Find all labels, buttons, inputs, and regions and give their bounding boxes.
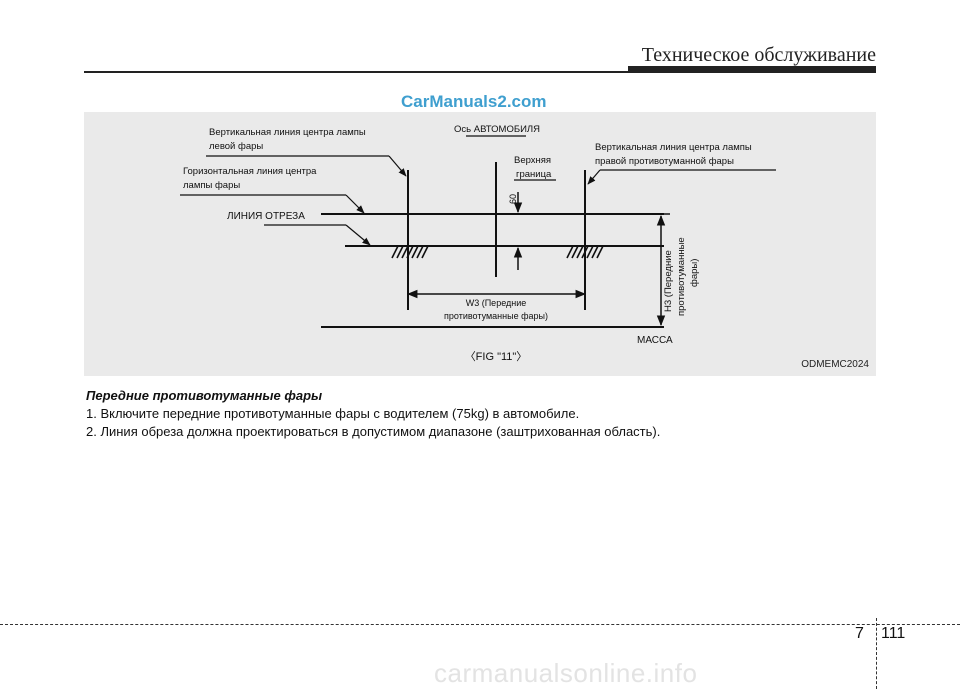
label-horizontal-2: лампы фары	[183, 180, 240, 191]
label-horizontal-1: Горизонтальная линия центра	[183, 166, 317, 177]
label-h3-3: фары)	[689, 259, 700, 287]
leader-right-vertical	[587, 169, 601, 185]
hatched-zone-left	[391, 245, 429, 259]
figure-code: ODMEMC2024	[801, 359, 869, 370]
section-heading: Передние противотуманные фары	[86, 388, 323, 403]
watermark-bottom: carmanualsonline.info	[434, 658, 698, 688]
label-vertical-right-2: правой противотуманной фары	[595, 156, 734, 167]
leader-cutoff	[345, 224, 371, 246]
label-upper-limit-2: граница	[516, 169, 552, 180]
instruction-step-2: 2. Линия обреза должна проектироваться в…	[86, 424, 661, 439]
page-number: 111	[881, 625, 906, 642]
leader-left-vertical	[388, 155, 407, 177]
label-cutoff: ЛИНИЯ ОТРЕЗА	[227, 211, 305, 222]
label-w3-1: W3 (Передние	[466, 298, 527, 308]
label-vertical-left-1: Вертикальная линия центра лампы	[209, 127, 366, 138]
header-rule-thin	[84, 71, 628, 73]
leader-horizontal	[345, 194, 365, 214]
hatched-zone-right	[566, 245, 604, 259]
label-h3-1: H3 (Передние	[663, 250, 674, 312]
footer-dashed-line	[0, 624, 960, 625]
header-rule-thick	[628, 66, 876, 73]
label-mass: МАССА	[637, 335, 673, 346]
label-w3-2: противотуманные фары)	[444, 311, 548, 321]
figure-caption: 〈FIG "11"〉	[465, 350, 528, 363]
label-vertical-left-2: левой фары	[209, 141, 263, 152]
chapter-title: Техническое обслуживание	[641, 44, 876, 66]
label-vehicle-axis: Ось АВТОМОБИЛЯ	[454, 124, 540, 135]
headlight-aiming-diagram: Вертикальная линия центра лампы левой фа…	[180, 124, 776, 363]
instruction-step-1: 1. Включите передние противотуманные фар…	[86, 406, 580, 421]
footer-page-divider	[876, 618, 877, 689]
figure-panel: Вертикальная линия центра лампы левой фа…	[84, 112, 876, 376]
page-chapter-number: 7	[855, 625, 864, 642]
watermark-top: CarManuals2.com	[401, 92, 547, 111]
label-sixty: 60	[508, 194, 518, 204]
label-vertical-right-1: Вертикальная линия центра лампы	[595, 142, 752, 153]
label-upper-limit-1: Верхняя	[514, 155, 551, 166]
label-h3-2: противотуманные	[676, 237, 687, 316]
